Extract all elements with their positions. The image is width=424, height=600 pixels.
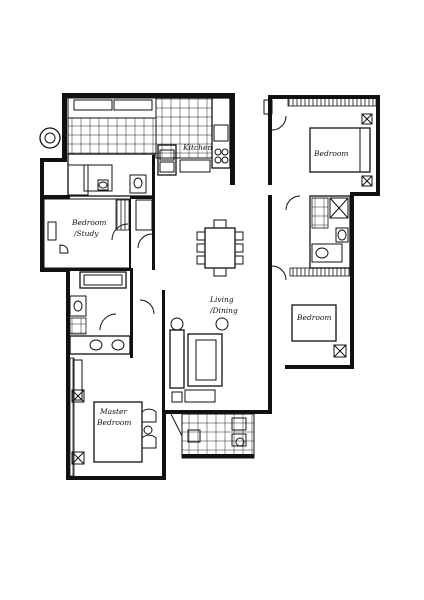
- dining-table: [196, 219, 244, 277]
- room-master-bedroom: [69, 357, 157, 477]
- balcony: [169, 411, 255, 459]
- room-label-living-dining-line1: Living: [209, 295, 234, 304]
- exterior-walls: [40, 93, 380, 480]
- interior-walls: [70, 155, 165, 410]
- room-label-bedroom-lower: Bedroom: [296, 313, 331, 322]
- room-label-bedroom-study-line1: Bedroom: [71, 218, 106, 227]
- room-bedroom-upper: [263, 97, 377, 187]
- room-label-master-bedroom-line1: Master: [99, 407, 127, 416]
- room-bedroom-lower: [271, 265, 351, 358]
- room-label-kitchen: Kitchen: [182, 143, 212, 152]
- round-planter-icon: [39, 127, 61, 149]
- room-label-master-bedroom-line2: Bedroom: [96, 418, 131, 427]
- service-yard: [39, 97, 213, 159]
- sofa-set: [169, 317, 229, 403]
- room-label-bedroom-upper: Bedroom: [313, 149, 348, 158]
- kitchen-counters: [157, 97, 231, 176]
- room-label-bedroom-study-line2: /Study: [73, 229, 99, 238]
- utility-bath: [67, 153, 155, 197]
- master-bathroom: [69, 271, 155, 355]
- room-label-living-dining-line2: /Dining: [209, 306, 238, 315]
- right-bathroom: [285, 195, 351, 269]
- room-bedroom-study: [43, 198, 153, 269]
